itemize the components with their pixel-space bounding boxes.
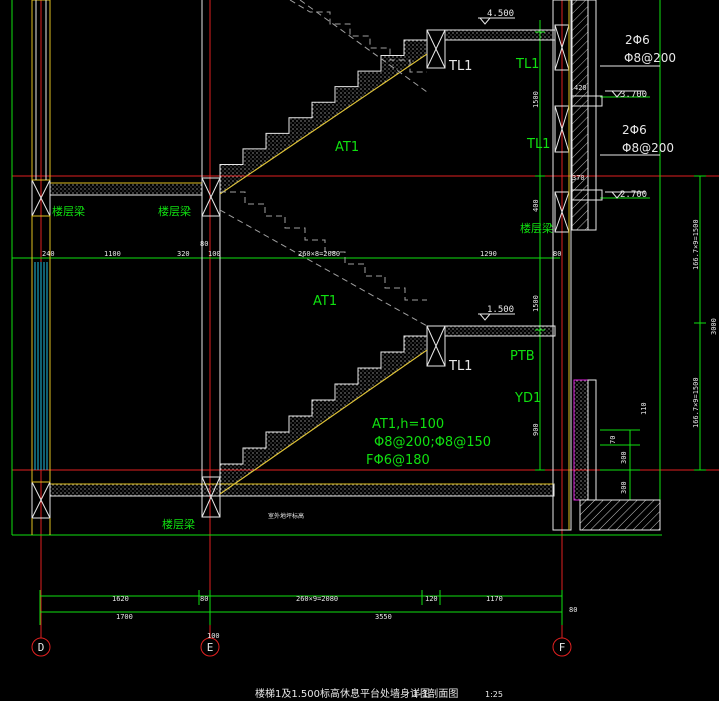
dim-80-right: 80 xyxy=(569,606,577,614)
dim-3550: 3550 xyxy=(375,613,392,621)
vdim-right-lower: 166.7×9=1500 xyxy=(692,377,700,428)
dimension-lines xyxy=(11,0,706,625)
drawing-scale: 1:25 xyxy=(485,690,503,699)
right-wall xyxy=(552,0,661,531)
dim-80a: 80 xyxy=(200,240,208,248)
axis-bubbles xyxy=(31,637,572,657)
elevation-4500: 4.500 xyxy=(487,9,514,19)
label-yd1: YD1 xyxy=(514,391,541,406)
beam-lower-mid xyxy=(201,476,221,518)
elevation-2700: 2.700 xyxy=(620,190,647,200)
label-tl1-c: TL1 xyxy=(526,137,550,152)
dim-120: 120 xyxy=(425,595,438,603)
rebar-bot-2: Φ8@200 xyxy=(622,141,674,155)
dim-80: 80 xyxy=(200,595,208,603)
dim-steps-mid: 260×8=2080 xyxy=(298,250,340,258)
vdim-300-a: 300 xyxy=(620,451,628,464)
dim-240: 240 xyxy=(42,250,55,258)
vdim-110: 110 xyxy=(640,402,648,415)
vertical-dimension-texts: 1500 400 1500 900 166.7×9=1500 3000 166.… xyxy=(532,91,718,494)
dim-100a: 100 xyxy=(208,250,221,258)
axis-bubble-d xyxy=(31,637,51,657)
beam-upper-mid xyxy=(201,177,221,217)
vdim-300-b: 300 xyxy=(620,481,628,494)
rebar-top-2: 2Φ6 xyxy=(622,123,647,137)
label-at1-upper: AT1 xyxy=(335,140,359,155)
label-ptb: PTB xyxy=(510,349,535,364)
drawing-section: 1-1剖面图 xyxy=(412,687,458,700)
vdim-right-total: 3000 xyxy=(710,318,718,335)
dim-100: 100 xyxy=(207,632,220,640)
dim-1170: 1170 xyxy=(486,595,503,603)
label-at1-mid: AT1 xyxy=(313,294,337,309)
axis-label-e: E xyxy=(207,641,214,654)
dim-320: 320 xyxy=(177,250,190,258)
label-floor-beam-4: 楼层梁 xyxy=(162,517,195,531)
vdim-1500-a: 1500 xyxy=(532,91,540,108)
dashed-stair-lines xyxy=(219,0,428,327)
ground-note: 室外地坪标高 xyxy=(268,512,304,520)
dim-370: 370 xyxy=(572,174,585,182)
vdim-70: 70 xyxy=(609,436,617,444)
vdim-900: 900 xyxy=(532,423,540,436)
vdim-1500-b: 1500 xyxy=(532,295,540,312)
dim-1100: 1100 xyxy=(104,250,121,258)
label-floor-beam-3: 楼层梁 xyxy=(520,221,553,235)
label-tl1-d: TL1 xyxy=(448,359,472,374)
elevation-1500: 1.500 xyxy=(487,305,514,315)
label-tl1-a: TL1 xyxy=(448,59,472,74)
axis-lines xyxy=(12,0,719,640)
elevation-3700: 3.700 xyxy=(620,90,647,100)
landing-slab-mid xyxy=(444,325,556,337)
dim-80b: 80 xyxy=(553,250,561,258)
left-column xyxy=(31,0,51,535)
axis-bubble-e xyxy=(200,637,220,657)
beam-tl1-top xyxy=(426,29,446,69)
vdim-right-upper: 166.7×9=1500 xyxy=(692,219,700,270)
label-tl1-b: TL1 xyxy=(515,57,539,72)
axis-label-f: F xyxy=(559,641,566,654)
dim-1620: 1620 xyxy=(112,595,129,603)
label-floor-beam-2: 楼层梁 xyxy=(158,204,191,218)
elevation-markers xyxy=(478,17,645,321)
rebar-top-1: 2Φ6 xyxy=(625,33,650,47)
stair-flight-upper xyxy=(219,39,428,195)
axis-bubble-f xyxy=(552,637,572,657)
mid-column xyxy=(201,0,221,477)
dim-420: 420 xyxy=(574,84,587,92)
label-at1-dist: FΦ6@180 xyxy=(366,453,430,468)
dim-1700: 1700 xyxy=(116,613,133,621)
beams xyxy=(31,24,570,519)
label-floor-beam-1: 楼层梁 xyxy=(52,204,85,218)
floor-slab-upper xyxy=(49,182,203,196)
bottom-dimension-rows: 1620 80 260×9=2080 120 1170 1700 3550 10… xyxy=(112,595,577,640)
dim-steps-bottom: 260×9=2080 xyxy=(296,595,338,603)
stair-flight-lower xyxy=(219,335,428,495)
floor-slab-lower xyxy=(49,483,555,497)
mid-dimension-row: 240 1100 320 80 100 260×8=2080 1290 80 xyxy=(42,240,561,258)
axis-label-d: D xyxy=(38,641,45,654)
landing-slab-top xyxy=(444,29,556,41)
label-at1-rebar: Φ8@200;Φ8@150 xyxy=(374,435,491,450)
label-at1-spec: AT1,h=100 xyxy=(372,417,444,432)
dim-1290: 1290 xyxy=(480,250,497,258)
stair-flights xyxy=(219,39,428,495)
rebar-bot-1: Φ8@200 xyxy=(624,51,676,65)
drawing-title: 楼梯1及1.500标高休息平台处墙身详图 xyxy=(255,687,430,700)
vdim-400: 400 xyxy=(532,199,540,212)
beam-tl1-mid xyxy=(426,325,446,367)
